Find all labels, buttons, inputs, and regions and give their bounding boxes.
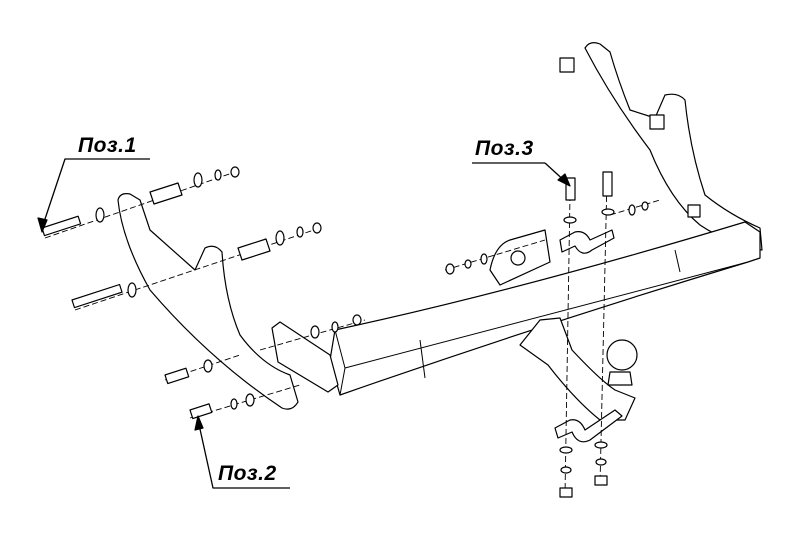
callout-label-pos2: Поз.2 xyxy=(218,462,277,485)
callout-label-pos1: Поз.1 xyxy=(78,134,137,157)
callout-label-pos3: Поз.3 xyxy=(475,137,534,160)
cross-beam xyxy=(329,221,761,396)
lower-clamp xyxy=(554,409,623,443)
right-bracket xyxy=(584,42,763,251)
tow-ball xyxy=(606,339,638,371)
spacer-tubes xyxy=(149,182,271,261)
ball-mount xyxy=(519,317,636,421)
left-flange-plate xyxy=(271,321,339,393)
upper-clamp xyxy=(559,229,615,254)
washers-nuts xyxy=(95,166,649,498)
left-bracket xyxy=(117,193,299,410)
arrowheads xyxy=(37,173,571,431)
bolts xyxy=(41,57,701,420)
